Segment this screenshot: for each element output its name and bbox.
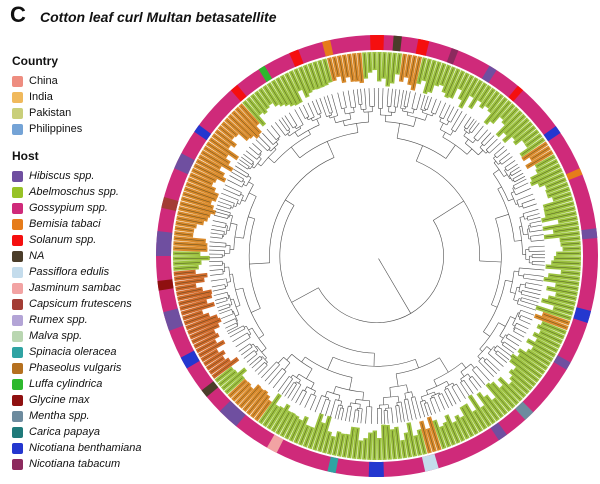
color-swatch [12, 123, 23, 135]
color-swatch [12, 410, 23, 422]
color-swatch [12, 91, 23, 103]
color-swatch [12, 362, 23, 374]
legend-item-bemisia-tabaci: Bemisia tabaci [12, 216, 164, 232]
legend-label: Glycine max [29, 393, 90, 406]
legend-item-phaseolus-vulgaris: Phaseolus vulgaris [12, 360, 164, 376]
legend-label: Spinacia oleracea [29, 345, 117, 358]
color-swatch [12, 442, 23, 454]
legend-item-malva-spp-: Malva spp. [12, 328, 164, 344]
legend-item-solanum-spp-: Solanum spp. [12, 232, 164, 248]
color-swatch [12, 107, 23, 119]
legend-label: China [29, 74, 58, 87]
legend-item-luffa-cylindrica: Luffa cylindrica [12, 376, 164, 392]
legend-item-spinacia-oleracea: Spinacia oleracea [12, 344, 164, 360]
color-swatch [12, 234, 23, 246]
legend-label: Jasminum sambac [29, 281, 121, 294]
host-legend-title: Host [12, 149, 39, 163]
color-swatch [12, 298, 23, 310]
legend-item-glycine-max: Glycine max [12, 392, 164, 408]
legend-label: India [29, 90, 53, 103]
host-legend-items: Hibiscus spp. Abelmoschus spp. Gossypium s… [12, 168, 164, 472]
legend-label: Phaseolus vulgaris [29, 361, 122, 374]
color-swatch [12, 330, 23, 342]
color-swatch [12, 266, 23, 278]
legend-item-philippines: Philippines [12, 121, 164, 137]
color-swatch [12, 282, 23, 294]
country-legend-title: Country [12, 54, 58, 68]
legend-label: Carica papaya [29, 425, 100, 438]
legend-item-na: NA [12, 248, 164, 264]
legend-label: Hibiscus spp. [29, 169, 95, 182]
legend-item-nicotiana-tabacum: Nicotiana tabacum [12, 456, 164, 472]
legend-label: Nicotiana benthamiana [29, 441, 142, 454]
legend-item-hibiscus-spp-: Hibiscus spp. [12, 168, 164, 184]
legend-item-rumex-spp-: Rumex spp. [12, 312, 164, 328]
legend-item-india: India [12, 89, 164, 105]
legend-label: Pakistan [29, 106, 72, 119]
color-swatch [12, 186, 23, 198]
legend-item-passiflora-edulis: Passiflora edulis [12, 264, 164, 280]
legend-item-china: China [12, 73, 164, 89]
legend-label: Rumex spp. [29, 313, 88, 326]
legend-label: Passiflora edulis [29, 265, 110, 278]
legend-item-abelmoschus-spp-: Abelmoschus spp. [12, 184, 164, 200]
legend-label: Nicotiana tabacum [29, 457, 121, 470]
color-swatch [12, 202, 23, 214]
legend-label: Capsicum frutescens [29, 297, 132, 310]
legend-label: Malva spp. [29, 329, 83, 342]
color-swatch [12, 426, 23, 438]
color-swatch [12, 314, 23, 326]
color-swatch [12, 75, 23, 87]
figure-title: Cotton leaf curl Multan betasatellite [40, 9, 277, 25]
legend-label: Gossypium spp. [29, 201, 108, 214]
legend-label: Solanum spp. [29, 233, 97, 246]
legend-label: Philippines [29, 122, 83, 135]
legend-item-nicotiana-benthamiana: Nicotiana benthamiana [12, 440, 164, 456]
legend-item-mentha-spp-: Mentha spp. [12, 408, 164, 424]
legend-label: Luffa cylindrica [29, 377, 103, 390]
legend-label: Abelmoschus spp. [29, 185, 119, 198]
color-swatch [12, 394, 23, 406]
legend-item-capsicum-frutescens: Capsicum frutescens [12, 296, 164, 312]
color-swatch [12, 170, 23, 182]
color-swatch [12, 458, 23, 470]
legend-item-pakistan: Pakistan [12, 105, 164, 121]
panel-label: C [10, 2, 26, 27]
legend-label: NA [29, 249, 45, 262]
legend-item-gossypium-spp-: Gossypium spp. [12, 200, 164, 216]
color-swatch [12, 346, 23, 358]
legend-item-carica-papaya: Carica papaya [12, 424, 164, 440]
color-swatch [12, 218, 23, 230]
legend-label: Mentha spp. [29, 409, 90, 422]
color-swatch [12, 378, 23, 390]
color-swatch [12, 250, 23, 262]
host-legend: Host Hibiscus spp. Abelmoschus spp. Gossyp… [12, 149, 164, 472]
legend-label: Bemisia tabaci [29, 217, 101, 230]
legend-item-jasminum-sambac: Jasminum sambac [12, 280, 164, 296]
